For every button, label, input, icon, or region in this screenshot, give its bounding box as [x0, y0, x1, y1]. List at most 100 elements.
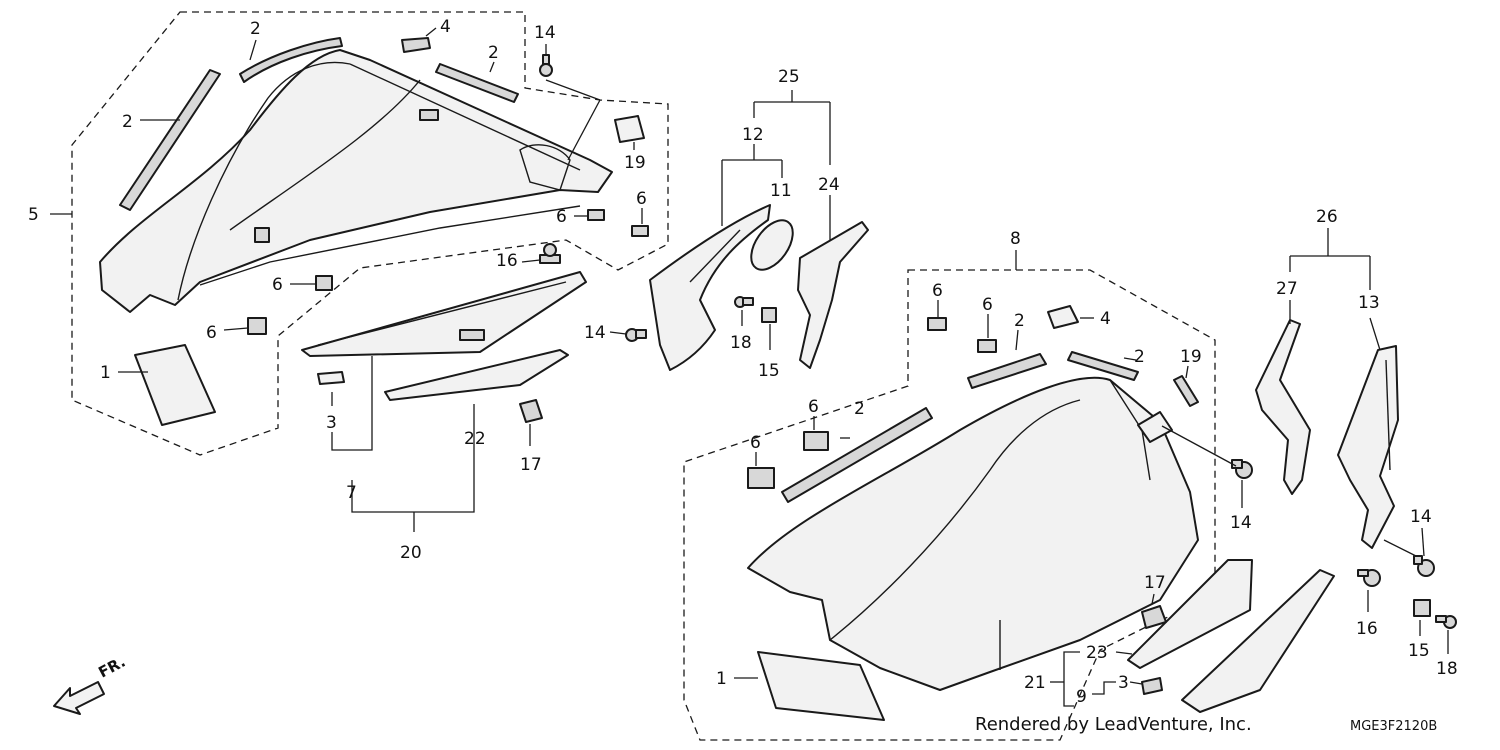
callout-6g: 6: [808, 397, 819, 417]
clip-3a: [317, 371, 345, 385]
bolt-16a: [539, 243, 561, 264]
pad-1a: [134, 344, 216, 426]
clip-6e: [927, 317, 947, 331]
pad-19a: [614, 115, 645, 143]
bolt-18b: [1435, 615, 1457, 629]
screw-14a: [539, 54, 553, 77]
clip-6a: [587, 209, 605, 221]
callout-8: 8: [1010, 229, 1021, 249]
clip-6h: [747, 467, 775, 489]
callout-7: 7: [346, 483, 357, 503]
callout-22: 22: [464, 429, 486, 449]
bracket-12: [649, 204, 771, 371]
callout-6b: 6: [636, 189, 647, 209]
callout-4b: 4: [1100, 309, 1111, 329]
callout-3b: 3: [1118, 673, 1129, 693]
callout-2f: 2: [854, 399, 865, 419]
callout-6c: 6: [272, 275, 283, 295]
callout-16a: 16: [496, 251, 518, 271]
callout-2e: 2: [1134, 347, 1145, 367]
group-outline-8: [683, 269, 1216, 741]
clip-6b: [631, 225, 649, 237]
leader-lines: [50, 27, 1449, 707]
callout-4a: 4: [440, 17, 451, 37]
callout-6h: 6: [750, 433, 761, 453]
clip-6d: [247, 317, 267, 335]
inner-panel-22: [384, 349, 569, 401]
callout-2c: 2: [488, 43, 499, 63]
front-direction-arrow: FR.: [53, 653, 128, 715]
callout-labels: 5 2 2 4 2 14 19 6 6 6 6 1 16 14 3 7 22 1…: [28, 17, 1458, 707]
callout-19a: 19: [624, 153, 646, 173]
callout-2b: 2: [122, 112, 133, 132]
trim-strip-2a: [119, 69, 221, 211]
callout-21: 21: [1024, 673, 1046, 693]
clip-4b: [1047, 305, 1079, 329]
callout-12: 12: [742, 125, 764, 145]
screw-14c: [1231, 459, 1253, 479]
nut-17b: [1141, 605, 1167, 629]
trim-strip-2d: [967, 353, 1047, 389]
clip-6c: [315, 275, 333, 291]
callout-25: 25: [778, 67, 800, 87]
lower-cowl-right: [747, 376, 1199, 691]
callout-1a: 1: [100, 363, 111, 383]
pad-1b: [757, 651, 885, 721]
callout-14d: 14: [1410, 507, 1432, 527]
upper-cowl-left: [99, 49, 613, 313]
clip-15a: [761, 307, 777, 323]
screw-14d: [1413, 555, 1435, 577]
credit-text: Rendered by LeadVenture, Inc.: [975, 714, 1252, 735]
side-cover-9: [1181, 569, 1335, 713]
callout-17a: 17: [520, 455, 542, 475]
callout-14b: 14: [584, 323, 606, 343]
callout-15a: 15: [758, 361, 780, 381]
group-outline-5: [71, 11, 669, 456]
bracket-13: [1337, 345, 1399, 549]
callout-2a: 2: [250, 19, 261, 39]
bracket-27: [1255, 319, 1311, 495]
callout-15b: 15: [1408, 641, 1430, 661]
clip-6f: [977, 339, 997, 353]
callout-14c: 14: [1230, 513, 1252, 533]
bracket-24: [797, 221, 869, 369]
trim-strip-2e: [1067, 351, 1139, 381]
callout-5: 5: [28, 205, 39, 225]
callout-17b: 17: [1144, 573, 1166, 593]
callout-19b: 19: [1180, 347, 1202, 367]
trim-strip-2b: [239, 37, 343, 83]
direction-label: FR.: [95, 653, 128, 682]
clip-3b: [1141, 677, 1163, 695]
callout-23: 23: [1086, 643, 1108, 663]
callout-24: 24: [818, 175, 840, 195]
callout-6d: 6: [206, 323, 217, 343]
diagram-code: MGE3F2120B: [1350, 719, 1437, 734]
side-panel-23: [1127, 559, 1253, 669]
callout-20: 20: [400, 543, 422, 563]
bolt-14b: [625, 328, 647, 342]
callout-27: 27: [1276, 279, 1298, 299]
bolt-16b: [1357, 569, 1381, 587]
callout-18b: 18: [1436, 659, 1458, 679]
nut-17a: [519, 399, 543, 423]
callout-6e: 6: [932, 281, 943, 301]
trim-strip-2c: [435, 63, 519, 103]
callout-11: 11: [770, 181, 792, 201]
callout-6a: 6: [556, 207, 567, 227]
clip-4a: [401, 37, 431, 53]
pad-19b: [1173, 375, 1199, 407]
seal-11: [750, 219, 794, 271]
callout-13: 13: [1358, 293, 1380, 313]
callout-2d: 2: [1014, 311, 1025, 331]
clip-6g: [803, 431, 829, 451]
clip-15b: [1413, 599, 1431, 617]
callout-26: 26: [1316, 207, 1338, 227]
bolt-18a: [734, 296, 754, 308]
callout-3a: 3: [326, 413, 337, 433]
lower-panel-7: [301, 271, 587, 357]
callout-14a: 14: [534, 23, 556, 43]
callout-16b: 16: [1356, 619, 1378, 639]
trim-strip-2f: [781, 407, 933, 503]
